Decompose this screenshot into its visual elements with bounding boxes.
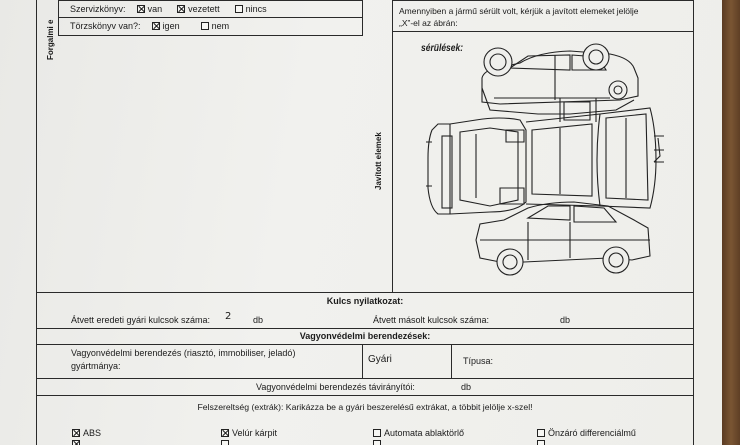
registration-nem-checkbox[interactable] bbox=[200, 22, 209, 30]
registration-igen-label: igen bbox=[162, 21, 180, 31]
service-book-nincs-checkbox[interactable] bbox=[234, 5, 243, 13]
security-type-label: Típusa: bbox=[463, 356, 494, 366]
registration-nem-label: nem bbox=[211, 21, 230, 31]
auto-wiper-label: Automata ablaktörlő bbox=[384, 428, 465, 438]
security-device-label-2: gyártmánya: bbox=[71, 361, 121, 371]
wood-background bbox=[722, 0, 740, 445]
service-book-nincs-label: nincs bbox=[245, 4, 267, 14]
service-book-row: Szervizkönyv: van vezetett nincs bbox=[70, 4, 267, 14]
car-diagram[interactable] bbox=[420, 38, 670, 288]
damage-note-line2: „X”-el az ábrán: bbox=[399, 18, 458, 28]
velur-label: Velúr kárpit bbox=[232, 428, 278, 438]
right-frame-line bbox=[693, 0, 694, 445]
auto-wiper-checkbox[interactable] bbox=[373, 429, 381, 437]
damage-label: sérülések: bbox=[421, 43, 464, 54]
document-page: Forgalmi e Szervizkönyv: van vezetett ni… bbox=[0, 0, 722, 445]
equipment-title: Felszereltség (extrák): Karikázza be a g… bbox=[197, 402, 533, 412]
keys-original-label: Átvett eredeti gyári kulcsok száma: bbox=[71, 315, 211, 325]
repaired-elements-label: Javított elemek bbox=[374, 132, 383, 190]
keys-copy-unit: db bbox=[560, 315, 571, 325]
car-side-view-top bbox=[481, 43, 639, 105]
equipment-abs: ABS bbox=[72, 428, 101, 438]
equipment-wiper: Automata ablaktörlő bbox=[373, 428, 464, 438]
self-locking-diff-checkbox[interactable] bbox=[537, 429, 545, 437]
keys-original-value[interactable]: 2 bbox=[225, 311, 232, 322]
security-remote-label: Vagyonvédelmi berendezés távirányítói: bbox=[256, 382, 415, 392]
registration-book-row: Törzskönyv van?: igen nem bbox=[70, 21, 229, 31]
security-title: Vagyonvédelmi berendezések: bbox=[299, 331, 431, 341]
security-remote-unit: db bbox=[461, 382, 472, 392]
abs-label: ABS bbox=[83, 428, 102, 438]
service-book-vezetett-checkbox[interactable] bbox=[177, 5, 186, 13]
service-book-van-checkbox[interactable] bbox=[136, 5, 145, 13]
car-top-view bbox=[426, 117, 527, 215]
left-frame-line bbox=[36, 0, 37, 445]
equipment-velur: Velúr kárpit bbox=[221, 428, 277, 438]
damage-note-line1: Amennyiben a jármű sérült volt, kérjük a… bbox=[399, 6, 639, 16]
left-vertical-label: Forgalmi e bbox=[46, 19, 55, 60]
service-book-van-label: van bbox=[147, 4, 163, 14]
car-roof-view bbox=[525, 107, 664, 209]
velur-checkbox[interactable] bbox=[221, 429, 229, 437]
keys-original-unit: db bbox=[253, 315, 264, 325]
self-locking-diff-label: Önzáró differenciálmű bbox=[548, 428, 636, 438]
security-device-label-1: Vagyonvédelmi berendezés (riasztó, immob… bbox=[71, 348, 296, 358]
keys-copy-label: Átvett másolt kulcsok száma: bbox=[373, 315, 490, 325]
car-side-view-bottom bbox=[481, 80, 635, 122]
car-side-view-lower bbox=[475, 201, 651, 276]
abs-checkbox[interactable] bbox=[72, 429, 80, 437]
service-book-label: Szervizkönyv: bbox=[70, 4, 126, 14]
equipment-diff: Önzáró differenciálmű bbox=[537, 428, 636, 438]
registration-igen-checkbox[interactable] bbox=[151, 22, 160, 30]
cut-off-row bbox=[72, 440, 672, 445]
keys-title: Kulcs nyilatkozat: bbox=[326, 296, 404, 306]
security-factory-label: Gyári bbox=[368, 354, 392, 365]
service-book-vezetett-label: vezetett bbox=[188, 4, 220, 14]
registration-book-label: Törzskönyv van?: bbox=[70, 21, 141, 31]
